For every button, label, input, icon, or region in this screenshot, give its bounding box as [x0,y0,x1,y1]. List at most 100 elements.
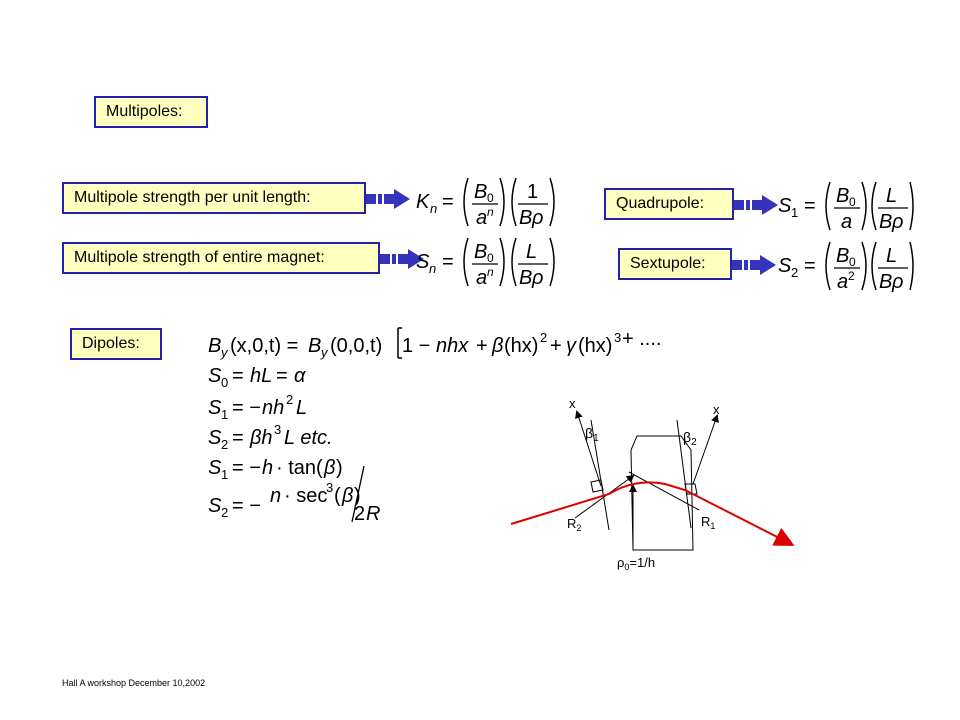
svg-text:2: 2 [221,437,228,452]
arrow-icon [732,255,776,275]
multipoles-label: Multipoles: [94,96,208,128]
svg-text:= −: = − [232,397,261,419]
svg-text:nhx: nhx [436,335,469,357]
svg-text:(: ( [334,485,341,507]
svg-text:βh: βh [249,427,273,449]
svg-text:γ: γ [566,335,577,357]
svg-text:3: 3 [614,330,621,345]
svg-text:0: 0 [487,191,494,205]
svg-text:B: B [879,271,892,293]
svg-text:S: S [208,457,222,479]
svg-text:0: 0 [849,195,856,209]
svg-text:y: y [220,345,229,360]
svg-text:2: 2 [354,503,365,525]
svg-text:L: L [526,241,537,263]
svg-text:=: = [804,255,816,277]
svg-text:0: 0 [487,251,494,265]
svg-text:β: β [491,335,503,357]
svg-text:· tan(: · tan( [276,457,323,479]
sextupole-label: Sextupole: [618,248,732,280]
dipole-geometry-diagram: x x β1 β2 R2 R1 ρ0=1/h [510,396,795,572]
svg-text:): ) [336,457,343,479]
svg-text:a: a [841,211,852,233]
svg-text:= −: = − [232,495,261,517]
svg-text:B: B [474,241,487,263]
quadrupole-label: Quadrupole: [604,188,734,220]
rho0-label: ρ0=1/h [617,555,655,572]
beta1-label: β1 [585,425,599,444]
svg-text:1: 1 [221,467,228,482]
svg-text:(x,0,t) =: (x,0,t) = [230,335,298,357]
svg-text:=: = [232,365,244,387]
svg-text:+: + [550,335,562,357]
svg-text:=: = [442,251,454,273]
dipoles-label: Dipoles: [70,328,162,360]
svg-text:S: S [208,397,222,419]
svg-text:K: K [416,191,431,213]
svg-text:B: B [836,185,849,207]
svg-text:1: 1 [791,205,798,220]
svg-text:a: a [476,267,487,289]
svg-text:2: 2 [540,330,547,345]
arrow-icon [366,189,410,209]
svg-text:B: B [836,245,849,267]
svg-text:β: β [323,457,335,479]
footer-text: Hall A workshop December 10,2002 [62,678,206,688]
svg-text:B: B [519,207,532,229]
arrow-icon [734,195,778,215]
svg-text:S: S [208,365,222,387]
svg-text:n: n [487,265,494,279]
x-right-label: x [713,402,720,417]
svg-text:=: = [804,195,816,217]
svg-text:= −: = − [232,457,261,479]
svg-text:3: 3 [326,480,333,495]
svg-text:+: + [476,335,488,357]
x-left-label: x [569,396,576,411]
svg-text:ρ: ρ [531,207,543,229]
svg-text:ρ: ρ [531,267,543,289]
svg-text:n: n [270,485,281,507]
svg-text:0: 0 [849,255,856,269]
svg-text:β: β [341,485,353,507]
svg-text:2: 2 [791,265,798,280]
svg-text:a: a [837,271,848,293]
svg-text:n: n [429,261,436,276]
svg-text:L: L [886,245,897,267]
svg-text:B: B [879,211,892,233]
svg-text:2: 2 [221,505,228,520]
svg-text:L etc.: L etc. [284,427,333,449]
svg-text:S: S [416,251,430,273]
svg-text:B: B [519,267,532,289]
svg-text:S: S [778,255,792,277]
svg-text:a: a [476,207,487,229]
svg-text:y: y [320,345,329,360]
svg-text:1 −: 1 − [402,335,430,357]
svg-text:n: n [430,201,437,216]
svg-text:α: α [294,365,306,387]
svg-text:1: 1 [221,407,228,422]
svg-text:0: 0 [221,375,228,390]
svg-text:(hx): (hx) [578,335,612,357]
svg-text:=: = [232,427,244,449]
svg-text:L: L [886,185,897,207]
svg-text:2: 2 [848,269,855,283]
svg-text:h: h [262,457,273,479]
svg-text:2: 2 [286,392,293,407]
svg-text:L: L [296,397,307,419]
svg-text:ρ: ρ [891,271,903,293]
svg-text:B: B [308,335,321,357]
svg-text:=: = [276,365,288,387]
svg-text:hL: hL [250,365,272,387]
svg-text:n: n [487,205,494,219]
beta2-label: β2 [683,429,697,448]
arrow-icon [380,249,424,269]
svg-text:S: S [208,495,222,517]
svg-text:ρ: ρ [891,211,903,233]
svg-text:nh: nh [262,397,284,419]
svg-text:1: 1 [527,181,538,203]
